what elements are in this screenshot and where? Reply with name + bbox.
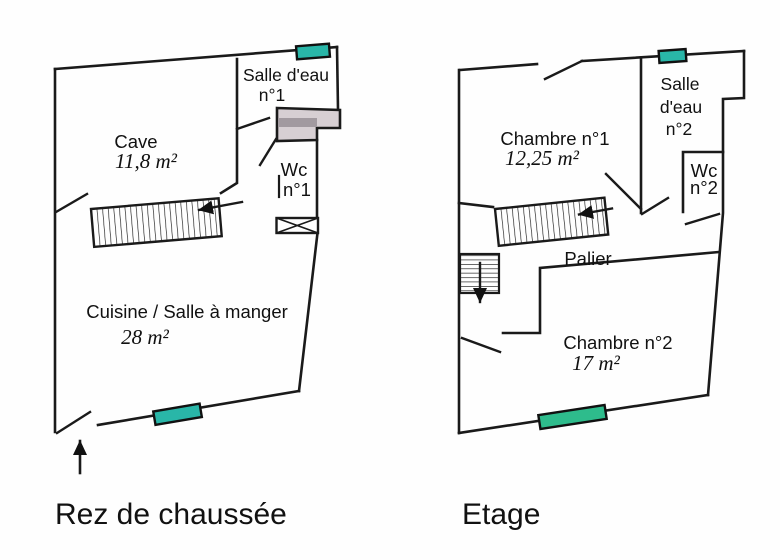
room-area-cuisine: 28 m² [121, 325, 169, 349]
room-area-chambre1: 12,25 m² [505, 146, 580, 170]
door-leaf-wc2 [684, 212, 721, 226]
wall-palier-left [457, 201, 495, 209]
door-leaf-entrance [55, 410, 92, 435]
window-marker-top [294, 42, 332, 61]
room-label-palier: Palier [564, 248, 611, 269]
wall-chambre2 [501, 250, 721, 335]
wall-wc2 [681, 150, 725, 214]
room-number-salledeau1: n°1 [259, 85, 285, 105]
room-label-cave: Cave [114, 131, 157, 152]
floor-title-ground: Rez de chaussée [55, 498, 287, 531]
room-number-wc1: n°1 [283, 179, 311, 200]
door-leaf-wc [258, 137, 278, 167]
room-number-salledeau2: n°2 [666, 119, 692, 139]
room-label-wc2: Wc [691, 160, 718, 181]
room-label-chambre1: Chambre n°1 [500, 128, 609, 149]
room-label-wc1: Wc [281, 159, 308, 180]
vent-box [275, 216, 320, 235]
upper-floor-labels: Chambre n°1 12,25 m² Salle d'eau n°2 Wc … [462, 74, 718, 531]
staircase-up [89, 196, 224, 249]
staircase-direction-arrow [577, 205, 614, 219]
staircase-direction-arrow [197, 200, 244, 215]
room-label-cuisine: Cuisine / Salle à manger [86, 301, 288, 322]
room-label-salledeau2-line2: d'eau [660, 97, 702, 117]
wall-top [53, 45, 339, 71]
floor-title-upper: Etage [462, 498, 540, 531]
ground-floor-plan [53, 42, 342, 475]
window-marker-bottom [151, 402, 204, 427]
door-leaf-chambre2 [460, 336, 502, 354]
wall-cave-salledeau [219, 57, 239, 195]
wall-right-lower [297, 231, 319, 393]
window-marker-bottom [536, 403, 609, 431]
door-leaf-chambre1 [604, 172, 643, 211]
wall-right-upper [335, 45, 340, 111]
upper-floor-plan [457, 47, 746, 435]
door-leaf-palier [640, 196, 670, 216]
door-leaf-salledeau [235, 116, 271, 131]
shower-tray-stripe [278, 118, 317, 127]
room-area-cave: 11,8 m² [115, 149, 178, 173]
room-label-chambre2: Chambre n°2 [563, 332, 672, 353]
ground-floor-labels: Salle d'eau n°1 Cave 11,8 m² Wc n°1 Cuis… [55, 65, 329, 531]
door-leaf-cave-left [54, 192, 89, 214]
room-label-salledeau2-line1: Salle [661, 74, 700, 94]
room-number-wc2: n°2 [690, 177, 718, 198]
window-marker-top [657, 47, 688, 65]
staircase-up [493, 196, 610, 248]
wall-top-left-seg [458, 62, 539, 72]
room-area-chambre2: 17 m² [572, 351, 620, 375]
door-leaf-top [543, 59, 584, 81]
room-label-salledeau1: Salle d'eau [243, 65, 329, 85]
wall-right [706, 49, 746, 397]
